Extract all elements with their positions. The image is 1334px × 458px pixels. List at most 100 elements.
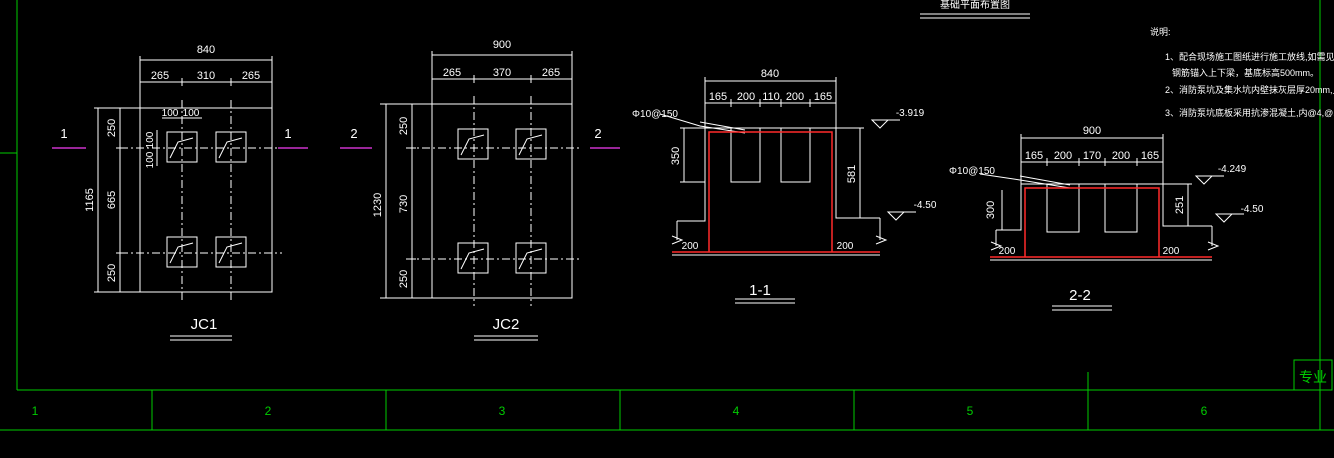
note-line-4: 3、消防泵坑底板采用抗渗混凝土,内@4,@150 双 (1165, 107, 1334, 118)
jc2-label: JC2 (493, 316, 520, 333)
jc2-plan (380, 51, 582, 306)
jc2-width-part-1: 265 (443, 67, 461, 79)
section-2-level-top: -4.249 (1218, 164, 1247, 175)
stamp-label: 专业 (1299, 370, 1327, 386)
section-2-level-bottom: -4.50 (1241, 204, 1264, 215)
jc1-section-tag-left: 1 (60, 126, 67, 141)
section-1-pit (780, 127, 811, 183)
section-2-pit (1046, 183, 1080, 233)
section-1-pit (730, 127, 761, 183)
grid-col-5: 5 (967, 404, 974, 418)
section-1-1 (659, 77, 916, 256)
grid-col-1: 1 (32, 404, 39, 418)
section-2-width-part-4: 200 (1112, 150, 1130, 162)
drawing-frame (0, 0, 1334, 431)
jc1-section-tag-right: 1 (284, 126, 291, 141)
section-2-base-left: 200 (999, 246, 1016, 257)
section-2-width-part-2: 200 (1054, 150, 1072, 162)
jc1-height-part-3: 250 (106, 264, 118, 282)
jc1-width-part-1: 265 (151, 70, 169, 82)
level-mark (1194, 175, 1224, 185)
section-1-width-part-5: 165 (814, 91, 832, 103)
section-1-width-overall: 840 (761, 68, 779, 80)
section-1-outline (677, 128, 706, 222)
jc1-column (166, 236, 198, 268)
section-2-rebar-label: Φ10@150 (949, 166, 995, 177)
jc2-column (457, 242, 489, 274)
jc1-plan (94, 56, 282, 300)
notes-block: 说明: 1、配合现场施工图纸进行施工放线,如需见-D1 钢筋锚入上下梁，基底标高… (1150, 26, 1334, 118)
section-1-width-part-4: 200 (786, 91, 804, 103)
section-2-outline (996, 184, 1022, 231)
drawing-title-block: 基础平面布置图 (920, 0, 1030, 19)
jc2-width-part-3: 265 (542, 67, 560, 79)
section-1-base-right: 200 (837, 241, 854, 252)
section-1-width-part-3: 110 (762, 91, 780, 103)
note-line-1: 1、配合现场施工图纸进行施工放线,如需见-D1 (1165, 51, 1334, 62)
grid-col-2: 2 (265, 404, 272, 418)
notes-heading: 说明: (1150, 26, 1171, 37)
jc2-outline (431, 103, 573, 299)
jc2-height-part-1: 250 (398, 117, 410, 135)
jc1-height-overall: 1165 (84, 188, 96, 212)
note-line-2: 钢筋锚入上下梁，基底标高500mm。 (1172, 67, 1319, 78)
jc2-column (515, 242, 547, 274)
section-1-rebar-label: Φ10@150 (632, 109, 678, 120)
level-mark (886, 211, 916, 221)
section-1-level-top: -3.919 (896, 108, 925, 119)
jc2-column (457, 128, 489, 160)
section-2-rebar (990, 187, 1212, 258)
jc1-height-part-1: 250 (106, 119, 118, 137)
jc1-column (215, 131, 247, 163)
jc2-height-part-3: 250 (398, 270, 410, 288)
jc1-width-part-2: 310 (197, 70, 215, 82)
section-1-width-part-1: 165 (709, 91, 727, 103)
jc2-section-tag-left: 2 (350, 126, 357, 141)
section-1-width-part-2: 200 (737, 91, 755, 103)
jc1-col-dim-1: 100 (162, 108, 179, 119)
jc2-section-tag-right: 2 (594, 126, 601, 141)
section-1-height-left: 350 (670, 147, 682, 165)
jc1-width-overall: 840 (197, 44, 215, 56)
level-mark (1214, 213, 1244, 223)
section-2-height-right: 251 (1174, 196, 1186, 214)
section-1-level-bottom: -4.50 (914, 200, 937, 211)
section-2-height-left: 300 (985, 201, 997, 219)
jc1-col-dim-v-2: 100 (145, 151, 156, 168)
grid-col-3: 3 (499, 404, 506, 418)
rebar-leader (979, 173, 1071, 189)
jc1-label: JC1 (191, 316, 218, 333)
grid-col-6: 6 (1201, 404, 1208, 418)
section-1-base-left: 200 (682, 241, 699, 252)
section-2-width-part-5: 165 (1141, 150, 1159, 162)
jc1-width-part-3: 265 (242, 70, 260, 82)
grid-col-4: 4 (733, 404, 740, 418)
section-2-width-part-3: 170 (1083, 150, 1101, 162)
jc2-height-overall: 1230 (372, 193, 384, 217)
jc1-col-dim-v-1: 100 (145, 131, 156, 148)
jc2-column (515, 128, 547, 160)
jc2-width-overall: 900 (493, 39, 511, 51)
section-2-2 (979, 134, 1244, 261)
section-2-width-part-1: 165 (1025, 150, 1043, 162)
jc1-column (215, 236, 247, 268)
section-2-pit (1104, 183, 1138, 233)
section-1-height-right: 581 (846, 165, 858, 183)
section-2-base-right: 200 (1163, 246, 1180, 257)
stamp-box (1293, 359, 1333, 391)
section-2-width-overall: 900 (1083, 125, 1101, 137)
jc1-col-dim-2: 100 (183, 108, 200, 119)
section-1-rebar (672, 131, 880, 253)
jc1-column (166, 131, 198, 163)
section-1-label: 1-1 (749, 282, 771, 299)
jc2-width-part-2: 370 (493, 67, 511, 79)
drawing-title: 基础平面布置图 (940, 0, 1010, 11)
jc1-height-part-2: 665 (106, 191, 118, 209)
note-line-3: 2、消防泵坑及集水坑内壁抹灰层厚20mm,见详图 (1165, 84, 1334, 95)
section-1-outline (705, 127, 880, 219)
rebar-leader (659, 113, 746, 134)
jc1-outline (139, 107, 273, 293)
jc2-height-part-2: 730 (398, 195, 410, 213)
section-2-label: 2-2 (1069, 287, 1091, 304)
